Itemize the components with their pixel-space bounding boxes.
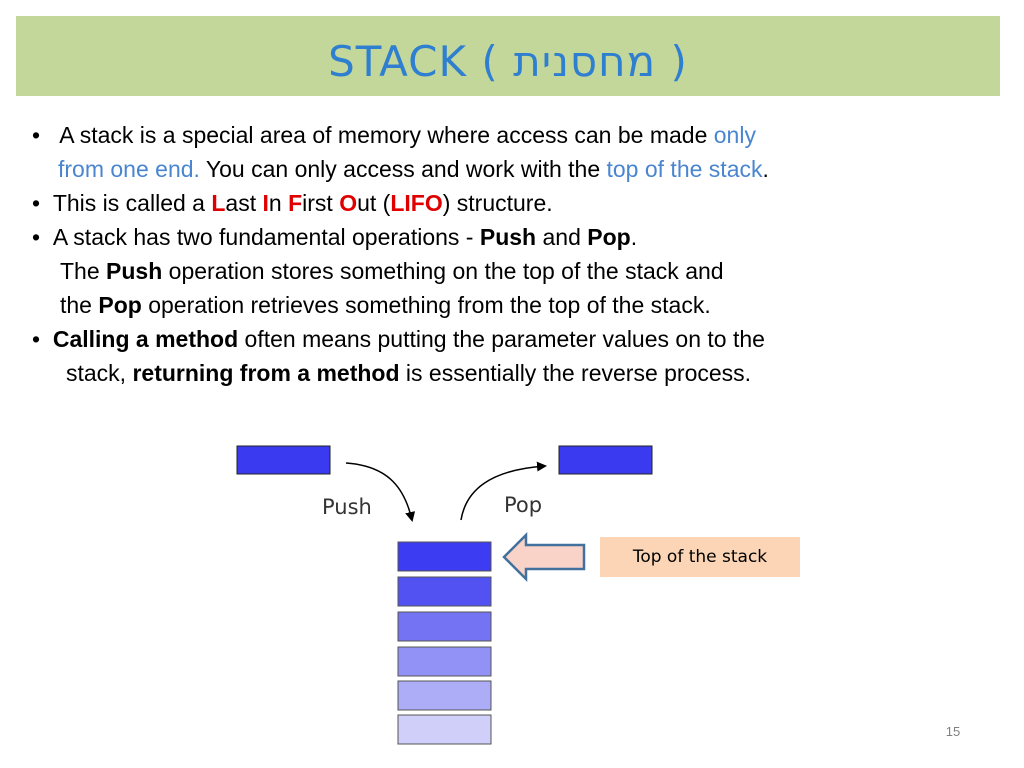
term-calling-method: Calling a method (52, 326, 239, 352)
bullet-1-highlight-only: only (713, 122, 756, 148)
bullet-3-and: and (536, 224, 588, 250)
push-label: Push (322, 495, 372, 519)
bullet-1-text: A stack is a special area of memory wher… (59, 122, 714, 148)
term-pop: Pop (587, 224, 631, 250)
term-push: Push (479, 224, 537, 250)
callout-label: Top of the stack (632, 547, 768, 567)
bullet-3-l2-prefix: The (60, 258, 107, 284)
bullet-3-l3-prefix: the (60, 292, 99, 318)
bullet-1-text-2: You can only access and work with the (199, 156, 607, 182)
bullet-marker: • (32, 224, 41, 250)
bullet-3-l3-text: operation retrieves something from the t… (141, 292, 711, 318)
lifo-word-in: n (268, 190, 289, 216)
stack-blocks (397, 541, 492, 745)
bullet-4-l2-text: is essentially the reverse process. (399, 360, 752, 386)
bullet-marker: • (32, 326, 41, 352)
bullet-3-period: . (630, 224, 638, 250)
stack-block (397, 680, 492, 711)
bullet-4-line-2: stack, returning from a method is essent… (66, 358, 751, 388)
term-returning-method: returning from a method (132, 360, 400, 386)
lifo-acronym: LIFO (390, 190, 443, 216)
lifo-word-last: ast (225, 190, 263, 216)
page-number: 15 (945, 724, 961, 739)
stack-block-bottom (397, 714, 492, 745)
bullet-1-highlight-end: from one end. (58, 156, 200, 182)
bullet-3-line-1: • A stack has two fundamental operations… (32, 222, 637, 252)
stack-block (397, 576, 492, 607)
bullet-3-line-3: the Pop operation retrieves something fr… (60, 290, 711, 320)
top-pointer-arrow (502, 531, 586, 583)
bullet-2-text: This is called a (52, 190, 212, 216)
bullet-marker: • (32, 190, 41, 216)
pop-label: Pop (504, 493, 542, 517)
term-pop-2: Pop (98, 292, 142, 318)
stack-block (397, 646, 492, 677)
bullet-1-line-2: from one end. You can only access and wo… (58, 154, 769, 184)
lifo-letter-l: L (211, 190, 226, 216)
bullet-3-text: A stack has two fundamental operations - (52, 224, 480, 250)
lifo-letter-o: O (339, 190, 358, 216)
lifo-letter-f: F (288, 190, 303, 216)
bullet-1-line-1: • A stack is a special area of memory wh… (32, 120, 756, 150)
bullet-4-l2-prefix: stack, (66, 360, 133, 386)
push-arrow (345, 462, 416, 522)
bullet-4-line-1: • Calling a method often means putting t… (32, 324, 765, 354)
top-of-stack-callout: Top of the stack (600, 537, 800, 577)
bullet-4-text: often means putting the parameter values… (238, 326, 765, 352)
lifo-word-out: ut ( (357, 190, 391, 216)
term-push-2: Push (106, 258, 163, 284)
stack-block-top (397, 541, 492, 572)
slide-title: STACK ( מחסנית ) (328, 37, 688, 86)
stack-block (397, 611, 492, 642)
push-incoming-block (236, 445, 331, 475)
lifo-word-first: irst (302, 190, 340, 216)
lifo-letter-i: I (262, 190, 269, 216)
bullet-2-end: ) structure. (442, 190, 553, 216)
bullet-1-period: . (762, 156, 769, 182)
bullet-3-l2-text: operation stores something on the top of… (162, 258, 724, 284)
bullet-3-line-2: The Push operation stores something on t… (60, 256, 724, 286)
bullet-marker: • (32, 122, 41, 148)
bullet-1-highlight-top: top of the stack (606, 156, 763, 182)
pop-arrow (460, 461, 547, 521)
pop-outgoing-block (558, 445, 653, 475)
title-bar: STACK ( מחסנית ) (16, 16, 1000, 96)
bullet-2-line-1: • This is called a Last In First Out (LI… (32, 188, 553, 218)
